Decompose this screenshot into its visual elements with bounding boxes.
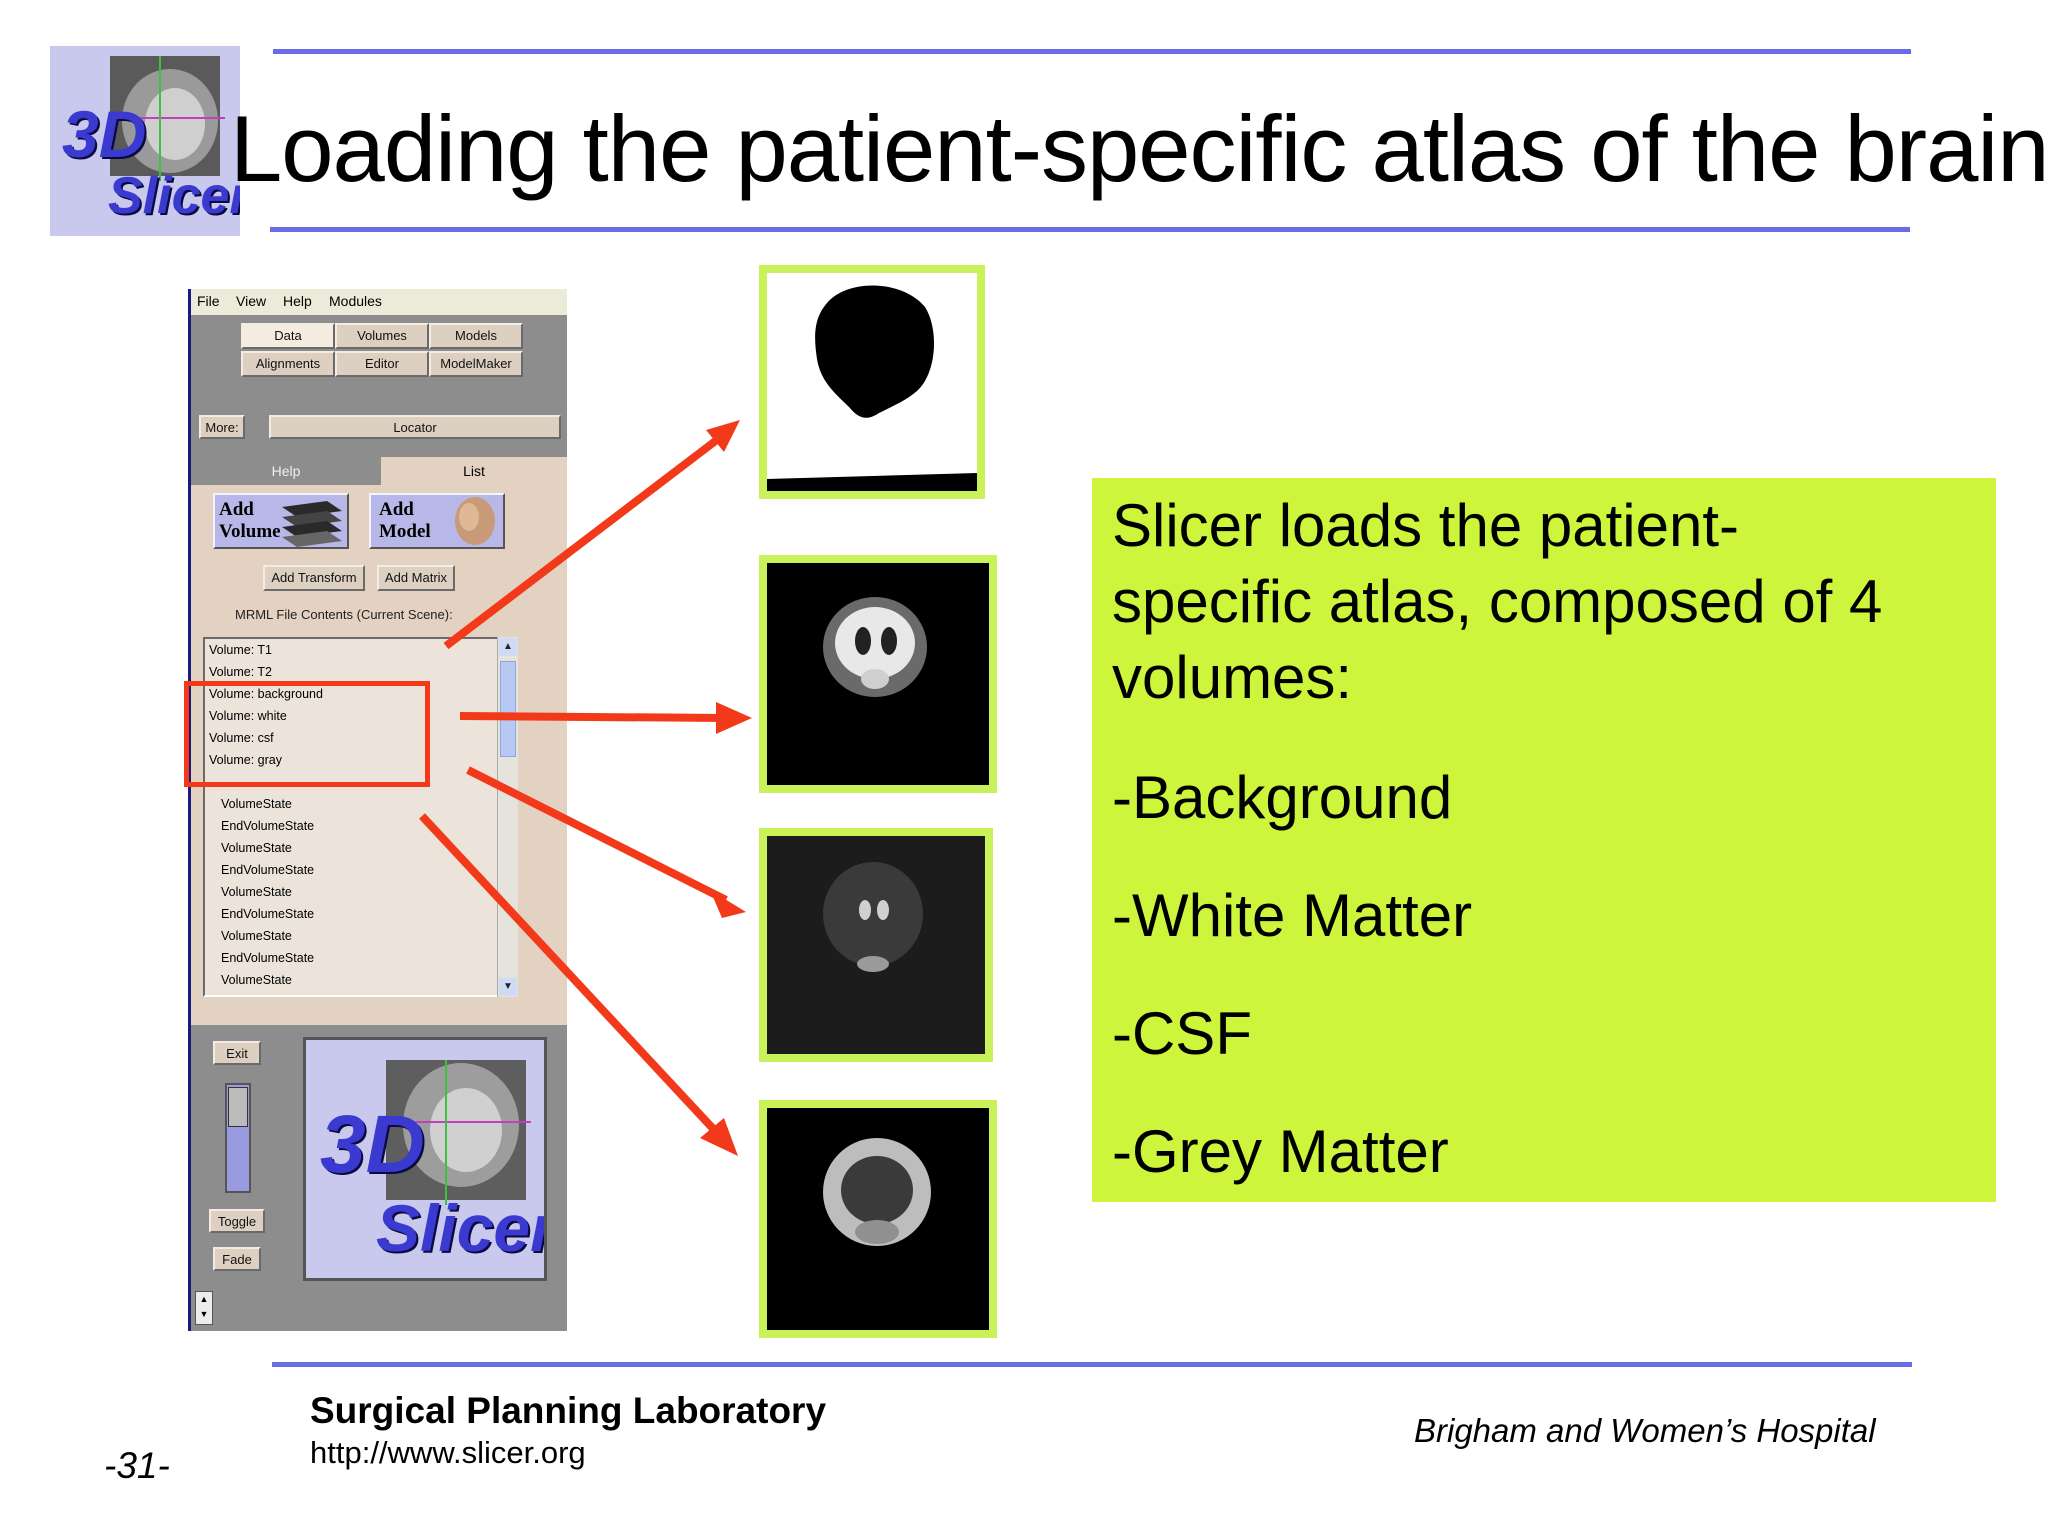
fade-slider[interactable] — [225, 1083, 251, 1193]
logo-3d-text: 3D — [62, 97, 147, 171]
locator-button[interactable]: Locator — [269, 415, 561, 439]
state-item[interactable]: EndVolumeState — [221, 951, 315, 965]
top-rule — [273, 49, 1911, 54]
tab-data[interactable]: Data — [241, 323, 335, 349]
footer-lab-name: Surgical Planning Laboratory — [310, 1390, 827, 1431]
logo-slicer-text: Slicer — [108, 167, 240, 225]
add-model-text-1: Add — [379, 499, 414, 520]
intro-line-2: specific atlas, composed of 4 — [1112, 568, 1883, 635]
add-model-button[interactable]: Add Model — [369, 493, 505, 549]
fade-slider-handle[interactable] — [228, 1087, 248, 1127]
description-box: Slicer loads the patient- specific atlas… — [1092, 478, 1996, 1202]
volume-stack-icon — [282, 501, 342, 547]
more-button[interactable]: More: — [199, 415, 245, 439]
add-volume-button[interactable]: Add Volume — [213, 493, 349, 549]
highlight-box — [184, 681, 430, 787]
csf-volume-frame — [759, 828, 993, 1062]
tab-modelmaker[interactable]: ModelMaker — [429, 351, 523, 377]
exit-button[interactable]: Exit — [213, 1041, 261, 1065]
scroll-thumb[interactable] — [500, 661, 516, 757]
menu-bar: File View Help Modules — [191, 289, 567, 315]
title-underline — [270, 227, 1910, 232]
state-item[interactable]: VolumeState — [221, 973, 292, 987]
background-volume-frame — [759, 265, 985, 499]
volume-grey-matter: -Grey Matter — [1112, 1118, 1449, 1185]
add-volume-text-1: Add — [219, 499, 254, 520]
scroll-up-arrow-icon[interactable]: ▲ — [499, 638, 517, 656]
slicer-splash-image: 3D Slicer — [303, 1037, 547, 1281]
tab-list[interactable]: List — [381, 457, 567, 485]
state-item[interactable]: VolumeState — [221, 841, 292, 855]
menu-help[interactable]: Help — [283, 293, 312, 309]
slicer-window: File View Help Modules Data Volumes Mode… — [188, 289, 567, 1331]
page-number: -31- — [104, 1445, 170, 1486]
toggle-button[interactable]: Toggle — [209, 1209, 265, 1233]
state-item[interactable]: EndVolumeState — [221, 907, 315, 921]
volume-white-matter: -White Matter — [1112, 882, 1473, 949]
bottom-spinner[interactable]: ▲▼ — [195, 1291, 213, 1325]
volume-csf: -CSF — [1112, 1000, 1252, 1067]
arrowhead-1 — [706, 420, 740, 452]
tab-alignments[interactable]: Alignments — [241, 351, 335, 377]
white-matter-volume-frame — [759, 555, 997, 793]
csf-volume-image — [767, 836, 985, 1054]
slicer-logo: 3D Slicer — [50, 46, 240, 236]
list-scrollbar[interactable]: ▲ ▼ — [497, 637, 518, 997]
list-item[interactable]: Volume: gray — [209, 753, 282, 767]
arrowhead-2 — [716, 702, 752, 734]
footer-hospital: Brigham and Women’s Hospital — [1414, 1412, 1876, 1449]
fade-button[interactable]: Fade — [213, 1247, 261, 1271]
state-item[interactable]: EndVolumeState — [221, 819, 315, 833]
list-item[interactable]: Volume: white — [209, 709, 287, 723]
splash-slicer-text: Slicer — [376, 1191, 547, 1265]
state-item[interactable]: EndVolumeState — [221, 863, 315, 877]
volume-background: -Background — [1112, 764, 1453, 831]
background-volume-image — [767, 273, 977, 491]
list-item[interactable]: Volume: T2 — [209, 665, 273, 679]
tab-editor[interactable]: Editor — [335, 351, 429, 377]
add-transform-button[interactable]: Add Transform — [263, 565, 365, 591]
tab-help[interactable]: Help — [191, 457, 381, 485]
tab-help-label: Help — [271, 463, 301, 479]
state-item[interactable]: VolumeState — [221, 929, 292, 943]
arrowhead-3 — [710, 890, 746, 918]
tab-list-label: List — [463, 463, 485, 479]
menu-modules[interactable]: Modules — [329, 293, 382, 309]
splash-3d-text: 3D — [320, 1099, 425, 1190]
menu-file[interactable]: File — [197, 293, 220, 309]
page-title: Loading the patient-specific atlas of th… — [230, 96, 2048, 201]
tab-volumes[interactable]: Volumes — [335, 323, 429, 349]
footer-rule — [272, 1362, 1912, 1367]
scroll-down-arrow-icon[interactable]: ▼ — [499, 978, 517, 996]
list-item[interactable]: Volume: background — [209, 687, 323, 701]
intro-line-3: volumes: — [1112, 644, 1353, 711]
menu-view[interactable]: View — [236, 293, 267, 309]
white-matter-volume-image — [767, 563, 989, 785]
footer-url[interactable]: http://www.slicer.org — [310, 1435, 586, 1470]
grey-matter-volume-frame — [759, 1100, 997, 1338]
add-matrix-button[interactable]: Add Matrix — [377, 565, 455, 591]
arrowhead-4 — [700, 1118, 738, 1156]
head-model-icon — [455, 497, 495, 545]
grey-matter-volume-image — [767, 1108, 989, 1330]
add-model-text-2: Model — [379, 521, 431, 542]
tab-models[interactable]: Models — [429, 323, 523, 349]
list-item[interactable]: Volume: csf — [209, 731, 274, 745]
list-item[interactable]: Volume: T1 — [209, 643, 273, 657]
add-volume-text-2: Volume — [219, 521, 281, 542]
state-item[interactable]: VolumeState — [221, 797, 292, 811]
state-item[interactable]: VolumeState — [221, 885, 292, 899]
mrml-header: MRML File Contents (Current Scene): — [235, 607, 453, 622]
intro-line-1: Slicer loads the patient- — [1112, 492, 1740, 559]
